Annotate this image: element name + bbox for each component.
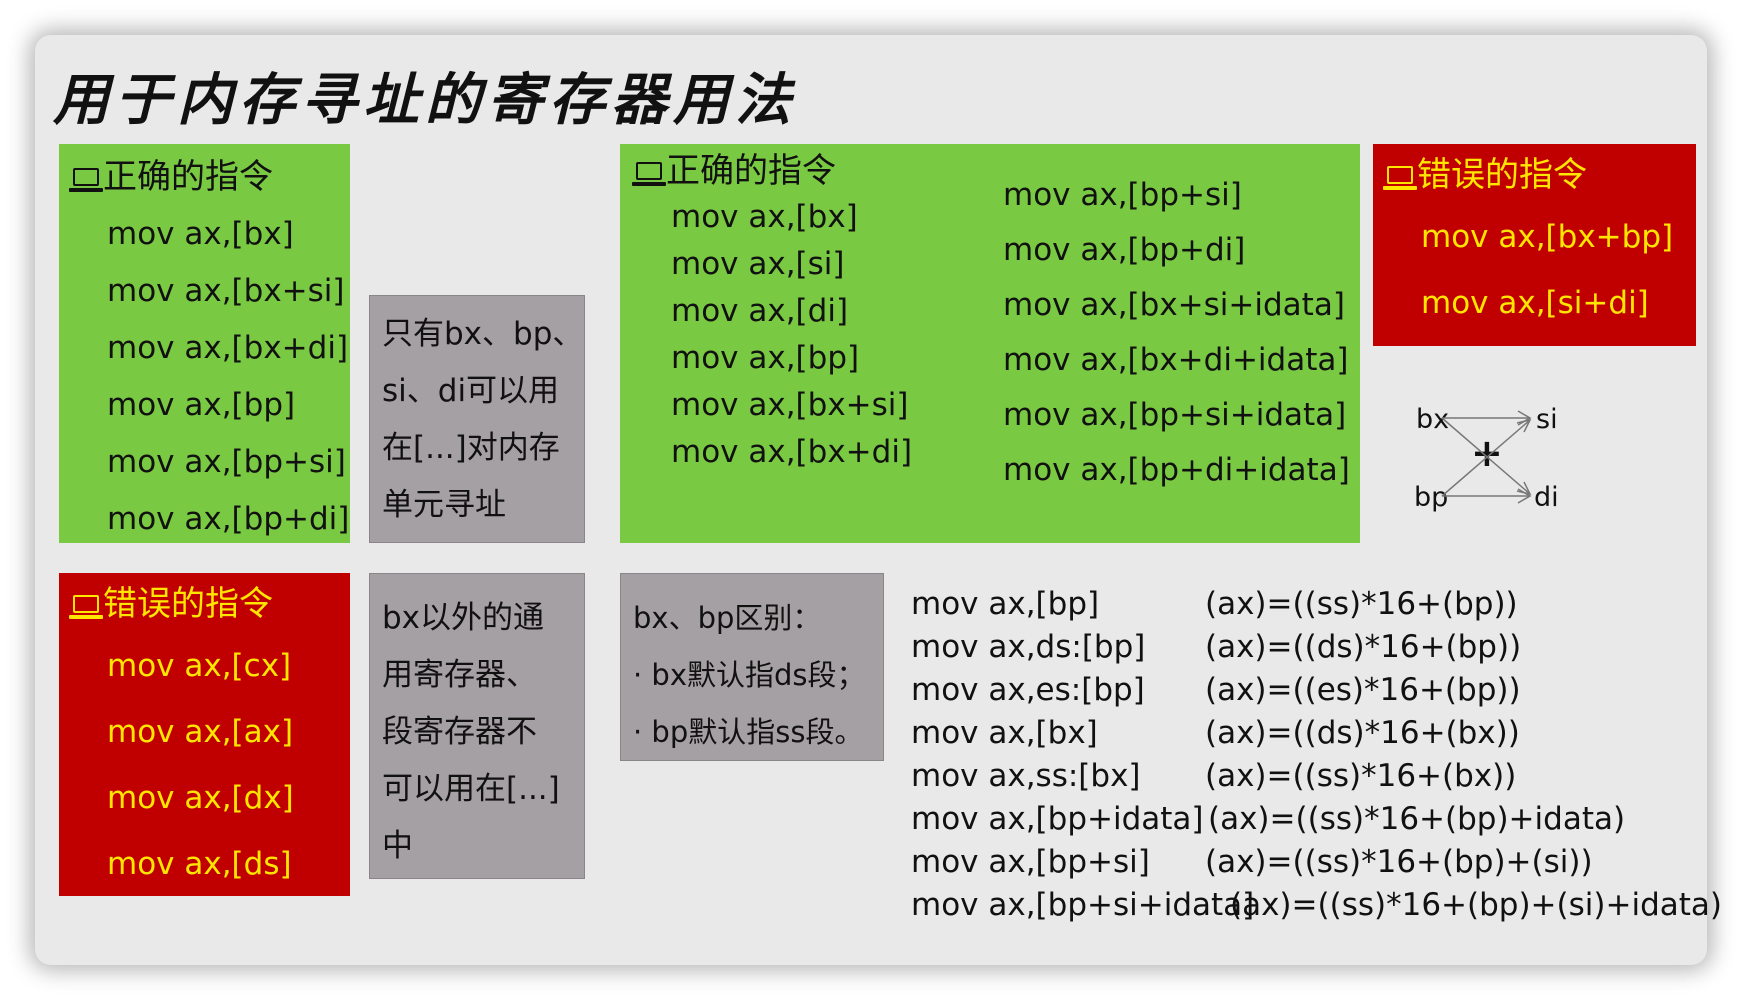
note-line: · bx默认指ds段； xyxy=(633,658,866,692)
note-bx-bp-difference: bx、bp区别： · bx默认指ds段； · bp默认指ss段。 xyxy=(620,573,884,761)
list-item: mov ax,[bx+si] xyxy=(107,273,345,309)
note-line: · bp默认指ss段。 xyxy=(633,715,864,749)
list-item: mov ax,[bx+di] xyxy=(671,434,913,470)
note-line: 用寄存器、 xyxy=(382,657,537,693)
addr-instr: mov ax,es:[bp] xyxy=(911,672,1145,708)
addr-instr: mov ax,[bx] xyxy=(911,715,1098,751)
addr-instr: mov ax,ss:[bx] xyxy=(911,758,1141,794)
list-item: mov ax,[ds] xyxy=(107,846,292,882)
list-item: mov ax,[bx] xyxy=(671,199,858,235)
list-item: mov ax,[bp] xyxy=(107,387,296,423)
addr-instr: mov ax,[bp+idata] xyxy=(911,801,1204,837)
addr-meaning: (ax)=((ss)*16+(bp)+idata) xyxy=(1208,801,1626,837)
note-invalid-registers: bx以外的通 用寄存器、 段寄存器不 可以用在[...] 中 xyxy=(369,573,585,879)
list-item: mov ax,[dx] xyxy=(107,780,294,816)
big-correct-header: 正确的指令 xyxy=(632,154,836,188)
note-line: 只有bx、bp、 xyxy=(382,316,584,352)
list-item: mov ax,[bp+si+idata] xyxy=(1003,397,1347,433)
laptop-icon xyxy=(69,168,103,192)
left-wrong-header: 错误的指令 xyxy=(69,587,273,621)
list-item: mov ax,[bp] xyxy=(671,340,860,376)
list-item: mov ax,[bp+di] xyxy=(107,501,350,537)
addr-meaning: (ax)=((ds)*16+(bp)) xyxy=(1205,629,1522,665)
list-item: mov ax,[si] xyxy=(671,246,845,282)
note-line: bx以外的通 xyxy=(382,600,545,636)
note-line: 段寄存器不 xyxy=(382,714,537,750)
laptop-icon xyxy=(632,162,666,186)
addr-meaning: (ax)=((ss)*16+(bp)+(si)+idata) xyxy=(1230,887,1722,923)
addr-meaning: (ax)=((es)*16+(bp)) xyxy=(1205,672,1521,708)
list-item: mov ax,[si+di] xyxy=(1421,285,1649,321)
list-item: mov ax,[ax] xyxy=(107,714,294,750)
list-item: mov ax,[di] xyxy=(671,293,849,329)
left-correct-box: 正确的指令 mov ax,[bx] mov ax,[bx+si] mov ax,… xyxy=(59,144,350,543)
label-di: di xyxy=(1534,482,1559,513)
addr-instr: mov ax,[bp+si+idata] xyxy=(911,887,1255,923)
list-item: mov ax,[bx+di+idata] xyxy=(1003,342,1349,378)
list-item: mov ax,[bx+si+idata] xyxy=(1003,287,1345,323)
list-item: mov ax,[cx] xyxy=(107,648,292,684)
addr-meaning: (ax)=((ss)*16+(bp)+(si)) xyxy=(1205,844,1593,880)
page-title: 用于内存寻址的寄存器用法 xyxy=(53,67,797,133)
note-line: bx、bp区别： xyxy=(633,601,822,635)
left-wrong-box: 错误的指令 mov ax,[cx] mov ax,[ax] mov ax,[dx… xyxy=(59,573,350,896)
label-si: si xyxy=(1536,404,1558,435)
laptop-icon xyxy=(69,595,103,619)
label-bp: bp xyxy=(1414,482,1449,513)
note-line: 在[...]对内存 xyxy=(382,430,560,466)
left-correct-header: 正确的指令 xyxy=(69,160,273,194)
list-item: mov ax,[bp+si] xyxy=(107,444,346,480)
note-register-usage: 只有bx、bp、 si、di可以用 在[...]对内存 单元寻址 xyxy=(369,295,585,543)
right-wrong-header: 错误的指令 xyxy=(1383,158,1587,192)
list-item: mov ax,[bp+di] xyxy=(1003,232,1246,268)
list-item: mov ax,[bp+di+idata] xyxy=(1003,452,1350,488)
addr-instr: mov ax,[bp+si] xyxy=(911,844,1150,880)
list-item: mov ax,[bx+si] xyxy=(671,387,909,423)
list-item: mov ax,[bx] xyxy=(107,216,294,252)
laptop-icon xyxy=(1383,166,1417,190)
note-line: si、di可以用 xyxy=(382,373,560,409)
list-item: mov ax,[bx+di] xyxy=(107,330,349,366)
register-combination-diagram: bx bp si di + xyxy=(1400,398,1580,528)
arrow-lines xyxy=(1441,410,1532,504)
addr-meaning: (ax)=((ss)*16+(bx)) xyxy=(1205,758,1517,794)
note-line: 可以用在[...] xyxy=(382,771,560,807)
note-line: 单元寻址 xyxy=(382,487,506,523)
addr-meaning: (ax)=((ds)*16+(bx)) xyxy=(1205,715,1520,751)
addr-instr: mov ax,ds:[bp] xyxy=(911,629,1146,665)
note-line: 中 xyxy=(382,828,413,864)
addr-meaning: (ax)=((ss)*16+(bp)) xyxy=(1205,586,1518,622)
big-correct-box: 正确的指令 mov ax,[bx] mov ax,[si] mov ax,[di… xyxy=(620,144,1360,543)
addr-instr: mov ax,[bp] xyxy=(911,586,1100,622)
list-item: mov ax,[bx+bp] xyxy=(1421,219,1674,255)
list-item: mov ax,[bp+si] xyxy=(1003,177,1242,213)
right-wrong-box: 错误的指令 mov ax,[bx+bp] mov ax,[si+di] xyxy=(1373,144,1696,346)
